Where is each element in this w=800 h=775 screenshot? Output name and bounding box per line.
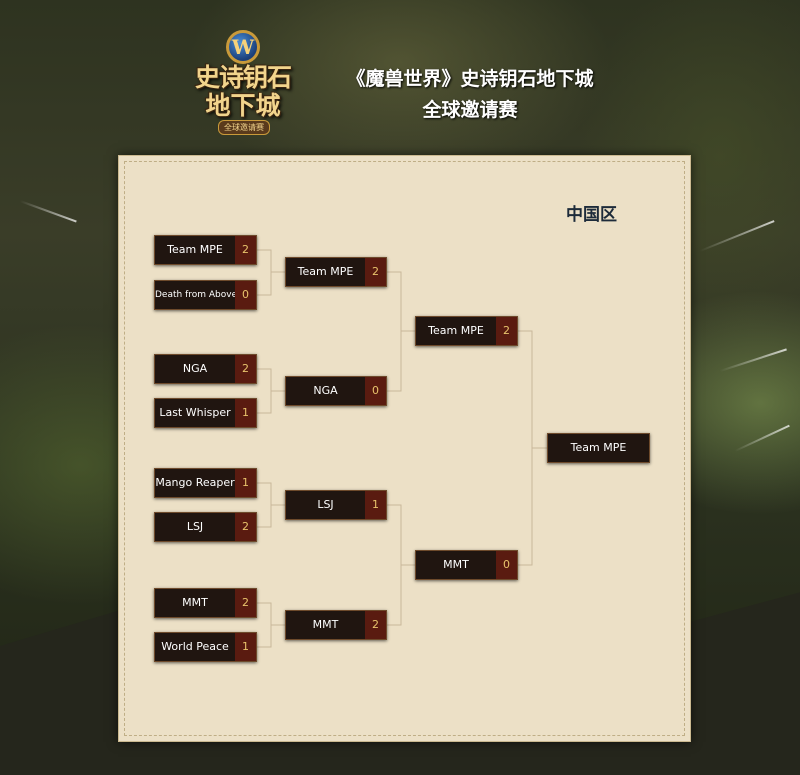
match-slot-r1-2[interactable]: Death from Above 0	[154, 280, 257, 310]
match-slot-r1-5[interactable]: Mango Reaper 1	[154, 468, 257, 498]
team-name: World Peace	[161, 640, 229, 653]
match-slot-r1-6[interactable]: LSJ 2	[154, 512, 257, 542]
team-name: Last Whisper	[159, 406, 231, 419]
team-name: Team MPE	[297, 265, 354, 278]
match-slot-r3-1[interactable]: Team MPE 2	[415, 316, 518, 346]
team-name: NGA	[313, 384, 338, 397]
team-score: 2	[235, 513, 256, 541]
team-name: Team MPE	[428, 324, 484, 337]
team-name: Mango Reaper	[155, 476, 235, 489]
team-score: 0	[235, 281, 256, 309]
team-name: LSJ	[317, 498, 334, 511]
logo-line-1: 史诗钥石	[194, 63, 292, 92]
team-score: 0	[496, 551, 517, 579]
team-score: 2	[365, 611, 386, 639]
team-score: 1	[365, 491, 386, 519]
team-score: 1	[235, 399, 256, 427]
match-slot-r2-1[interactable]: Team MPE 2	[285, 257, 387, 287]
team-score: 0	[365, 377, 386, 405]
team-name: Death from Above	[155, 290, 235, 300]
logo-line-2: 地下城	[205, 91, 281, 120]
team-name: Team MPE	[167, 243, 223, 256]
team-score: 2	[235, 355, 256, 383]
match-slot-r1-1[interactable]: Team MPE 2	[154, 235, 257, 265]
page-title: 《魔兽世界》史诗钥石地下城	[346, 68, 594, 90]
logo-subtitle: 全球邀请赛	[218, 120, 270, 135]
match-slot-r1-4[interactable]: Last Whisper 1	[154, 398, 257, 428]
team-name: NGA	[182, 362, 208, 375]
match-slot-r3-2[interactable]: MMT 0	[415, 550, 518, 580]
background-streak	[719, 348, 787, 372]
team-score: 2	[365, 258, 386, 286]
match-slot-r2-4[interactable]: MMT 2	[285, 610, 387, 640]
background-streak	[699, 220, 775, 252]
event-logo: W 史诗钥石 地下城 全球邀请赛	[188, 20, 298, 135]
warcraft-w-icon: W	[226, 30, 260, 64]
region-label: 中国区	[566, 205, 617, 225]
background-streak	[19, 200, 77, 223]
match-slot-r1-7[interactable]: MMT 2	[154, 588, 257, 618]
background-streak	[734, 424, 790, 452]
team-name: LSJ	[186, 520, 204, 533]
team-name: MMT	[182, 596, 208, 609]
team-score: 2	[235, 236, 256, 264]
match-slot-r1-3[interactable]: NGA 2	[154, 354, 257, 384]
team-score: 1	[235, 469, 256, 497]
champion-name: Team MPE	[570, 441, 627, 454]
team-score: 2	[235, 589, 256, 617]
match-slot-r1-8[interactable]: World Peace 1	[154, 632, 257, 662]
page-subtitle: 全球邀请赛	[422, 99, 518, 121]
match-slot-r2-3[interactable]: LSJ 1	[285, 490, 387, 520]
team-score: 1	[235, 633, 256, 661]
team-name: MMT	[312, 618, 339, 631]
champion-slot[interactable]: Team MPE	[547, 433, 650, 463]
match-slot-r2-2[interactable]: NGA 0	[285, 376, 387, 406]
team-name: MMT	[443, 558, 469, 571]
team-score: 2	[496, 317, 517, 345]
